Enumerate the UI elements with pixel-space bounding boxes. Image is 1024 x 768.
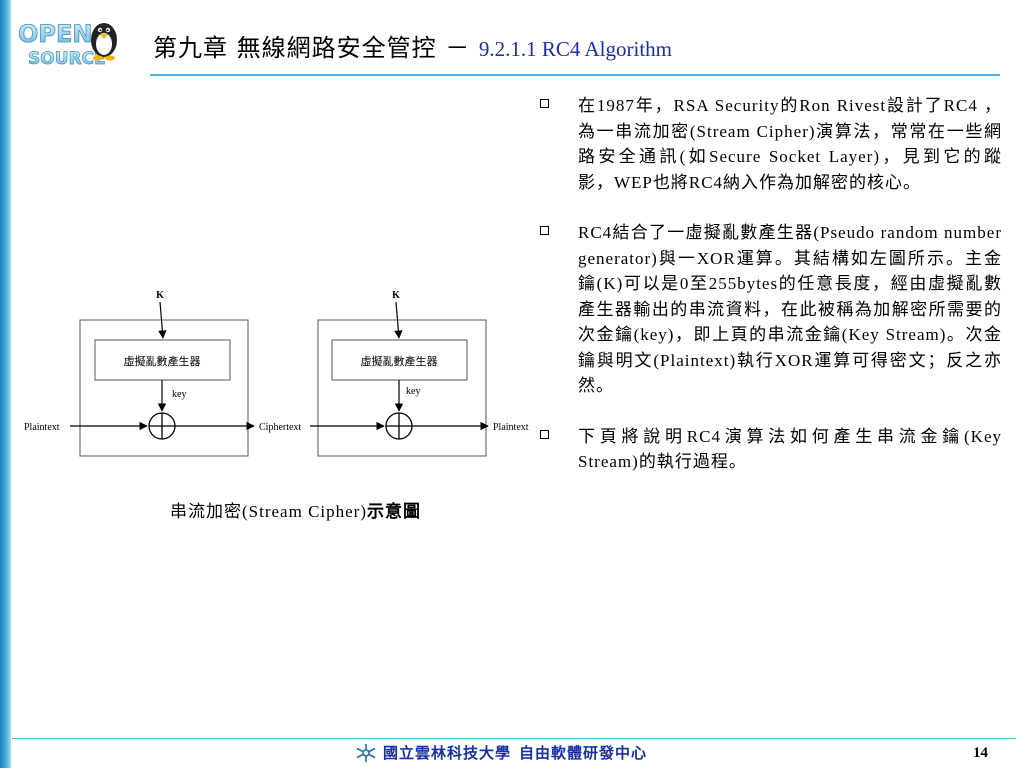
bullet-list: 在1987年，RSA Security的Ron Rivest設計了RC4 ，為一… bbox=[540, 93, 1002, 500]
square-bullet-icon bbox=[540, 429, 549, 439]
caption-bold-text: 示意圖 bbox=[367, 502, 421, 521]
snowflake-logo-icon bbox=[356, 743, 376, 762]
subkey-label: key bbox=[406, 386, 420, 397]
square-bullet-icon bbox=[540, 99, 549, 108]
footer-center: 自由軟體研發中心 bbox=[519, 744, 648, 762]
left-accent-band bbox=[0, 0, 11, 768]
penguin-icon bbox=[91, 23, 117, 61]
master-key-label: K bbox=[156, 290, 164, 301]
svg-text:SOURCE: SOURCE bbox=[28, 49, 106, 69]
caption-text: 串流加密(Stream Cipher) bbox=[170, 502, 367, 521]
diagram-caption: 串流加密(Stream Cipher)示意圖 bbox=[170, 497, 421, 522]
decryptor-frame bbox=[317, 319, 487, 457]
footer: 國立雲林科技大學 自由軟體研發中心 bbox=[355, 742, 647, 763]
svg-text:OPEN: OPEN bbox=[18, 20, 92, 48]
xor-icon bbox=[148, 412, 176, 440]
prng-label: 虛擬亂數產生器 bbox=[361, 354, 438, 368]
xor-icon bbox=[385, 412, 413, 440]
bullet-text: RC4結合了一虛擬亂數產生器(Pseudo random number gene… bbox=[578, 223, 1002, 395]
plaintext-output-label: Plaintext bbox=[493, 422, 529, 433]
title-divider bbox=[150, 74, 1000, 76]
page-number: 14 bbox=[973, 745, 988, 761]
bullet-item: RC4結合了一虛擬亂數產生器(Pseudo random number gene… bbox=[540, 220, 1002, 399]
stream-cipher-diagram: K 虛擬亂數產生器 key Plaintext Ciphertext K 虛擬亂… bbox=[24, 290, 529, 457]
bullet-text: 下頁將說明RC4演算法如何產生串流金鑰(Key Stream)的執行過程。 bbox=[578, 426, 1002, 472]
footer-divider bbox=[12, 738, 1016, 739]
slide-title: 第九章 無線網路安全管控 － 9.2.1.1 RC4 Algorithm bbox=[153, 28, 672, 63]
prng-label: 虛擬亂數產生器 bbox=[124, 354, 201, 368]
footer-school: 國立雲林科技大學 bbox=[383, 744, 512, 762]
bullet-item: 在1987年，RSA Security的Ron Rivest設計了RC4 ，為一… bbox=[540, 93, 1002, 195]
plaintext-input-label: Plaintext bbox=[24, 422, 60, 433]
key-arrow bbox=[158, 301, 167, 339]
subkey-label: key bbox=[172, 389, 186, 400]
prng-box bbox=[94, 339, 231, 381]
encryptor-frame bbox=[79, 319, 249, 457]
title-sub: 9.2.1.1 RC4 Algorithm bbox=[478, 37, 673, 61]
title-main: 第九章 無線網路安全管控 － bbox=[153, 34, 471, 62]
open-source-logo: OPEN SOURCE bbox=[18, 20, 117, 69]
square-bullet-icon bbox=[540, 226, 549, 235]
ciphertext-label: Ciphertext bbox=[259, 422, 301, 433]
bullet-text: 在1987年，RSA Security的Ron Rivest設計了RC4 ，為一… bbox=[578, 96, 1002, 192]
key-arrow bbox=[394, 301, 403, 339]
bullet-item: 下頁將說明RC4演算法如何產生串流金鑰(Key Stream)的執行過程。 bbox=[540, 424, 1002, 475]
master-key-label: K bbox=[392, 290, 400, 301]
